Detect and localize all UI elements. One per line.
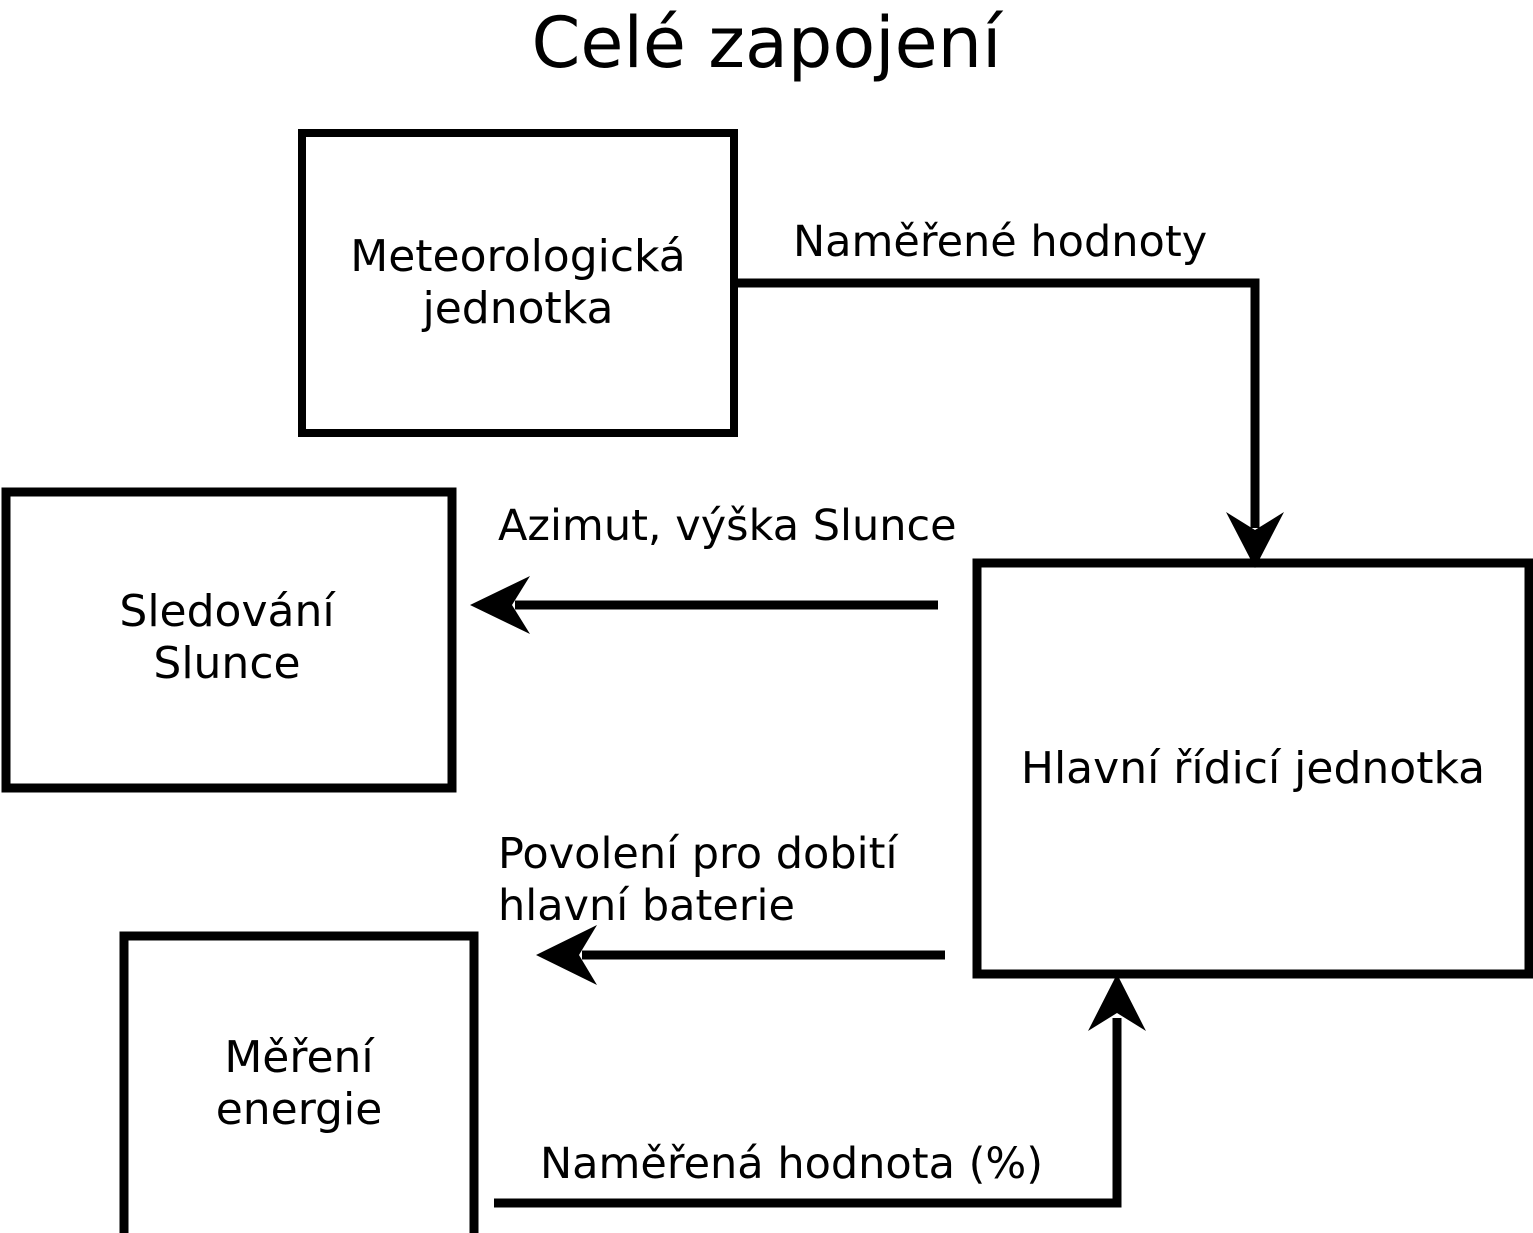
node-box-meteorologicka-jednotka[interactable] [298,129,738,437]
connector-energy-to-main [494,974,1146,1208]
connector-meteo-to-main [730,278,1284,568]
node-box-hlavni-ridici-jednotka[interactable] [972,558,1533,979]
arrowhead-left-icon [536,925,597,985]
edge-label-namerene-hodnoty: Naměřené hodnoty [793,217,1208,267]
edge-label-povoleni-pro-dobiti: Povolení pro dobití hlavní baterie [498,829,898,932]
node-box-sledovani-slunce[interactable] [1,487,457,793]
node-box-mereni-energie[interactable] [119,931,479,1233]
connector-main-to-energy [536,925,945,985]
arrowhead-left-icon [470,576,530,634]
connector-main-to-sun [470,576,938,634]
diagram-title: Celé zapojení [531,2,1002,84]
arrowhead-up-icon [1088,974,1146,1031]
edge-label-namerena-hodnota-procenta: Naměřená hodnota (%) [540,1139,1044,1189]
edge-label-azimut-vyska-slunce: Azimut, výška Slunce [498,501,957,551]
arrowhead-down-icon [1226,512,1284,568]
